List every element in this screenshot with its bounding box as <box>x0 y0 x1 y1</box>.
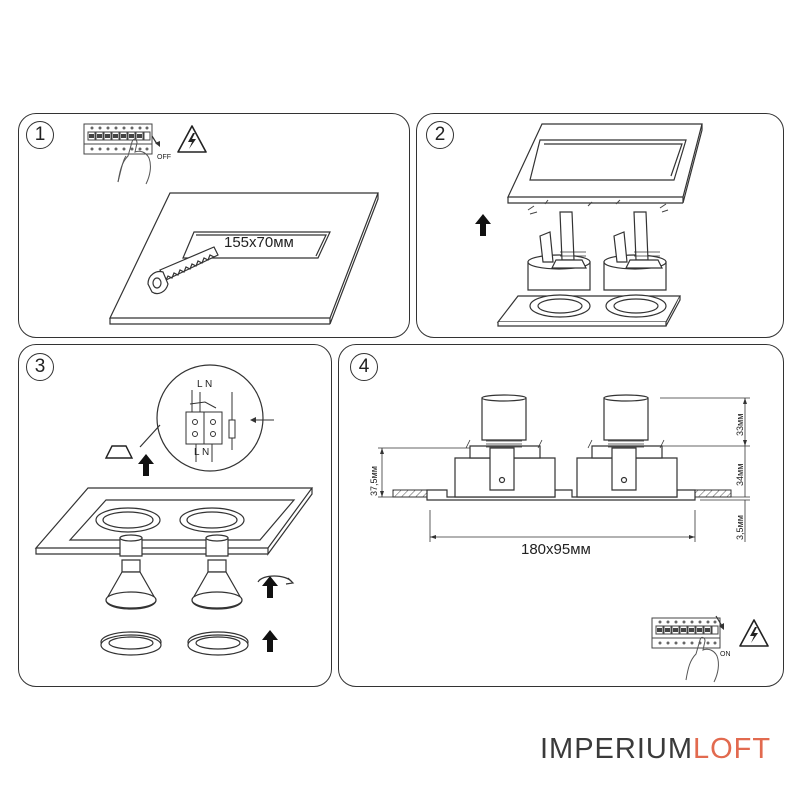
switch-on-label: ON <box>720 651 731 658</box>
dim-total-height-label: 37,5мм <box>369 466 379 496</box>
up-arrow-icon <box>475 214 491 236</box>
step-2-number: 2 <box>426 121 454 149</box>
step-3-number: 3 <box>26 353 54 381</box>
step-4-number: 4 <box>350 353 378 381</box>
connector-icon <box>104 445 134 459</box>
switch-arrow <box>715 615 723 627</box>
terminal-bottom-label: L N <box>194 447 209 458</box>
step-1-number: 1 <box>26 121 54 149</box>
fixture-frame <box>95 507 245 533</box>
mounting-size-label: 180x95мм <box>521 541 591 558</box>
up-arrow-icon <box>262 630 278 652</box>
ceiling-board <box>507 123 703 204</box>
rotate-icon <box>257 575 295 585</box>
ceiling-board <box>109 192 379 325</box>
trim-ring <box>100 631 249 656</box>
dim-top-height-label: 33мм <box>735 414 745 436</box>
brand-name-part1: IMPERIUM <box>540 733 693 765</box>
up-arrow-icon <box>138 454 154 476</box>
dim-bottom-height-label: 3,5мм <box>735 515 745 540</box>
double-spotlight-frame <box>496 211 682 327</box>
step-1-panel <box>18 113 410 338</box>
brand-name-part2: LOFT <box>693 733 772 765</box>
screwdriver-icon <box>228 392 236 450</box>
circuit-breaker-icon <box>651 617 721 649</box>
switch-off-label: OFF <box>157 154 171 161</box>
dimension-lines <box>378 397 750 542</box>
cutout-size-label: 155x70мм <box>224 234 294 251</box>
circuit-breaker-icon <box>83 123 153 155</box>
dim-mid-height-label: 34мм <box>735 464 745 486</box>
terminal-block <box>185 390 223 462</box>
gu10-bulb <box>105 534 157 610</box>
hand-icon <box>685 637 719 683</box>
fixture-side-view <box>426 394 696 501</box>
terminal-top-label: L N <box>197 379 212 390</box>
up-arrow-icon <box>262 576 278 598</box>
saw-icon <box>147 246 219 295</box>
hand-icon <box>117 139 151 185</box>
ceiling-board <box>34 487 314 556</box>
high-voltage-icon <box>739 619 769 647</box>
brand-logo: IMPERIUMLOFT <box>540 733 771 766</box>
high-voltage-icon <box>177 125 207 153</box>
gu10-bulb <box>191 534 243 610</box>
